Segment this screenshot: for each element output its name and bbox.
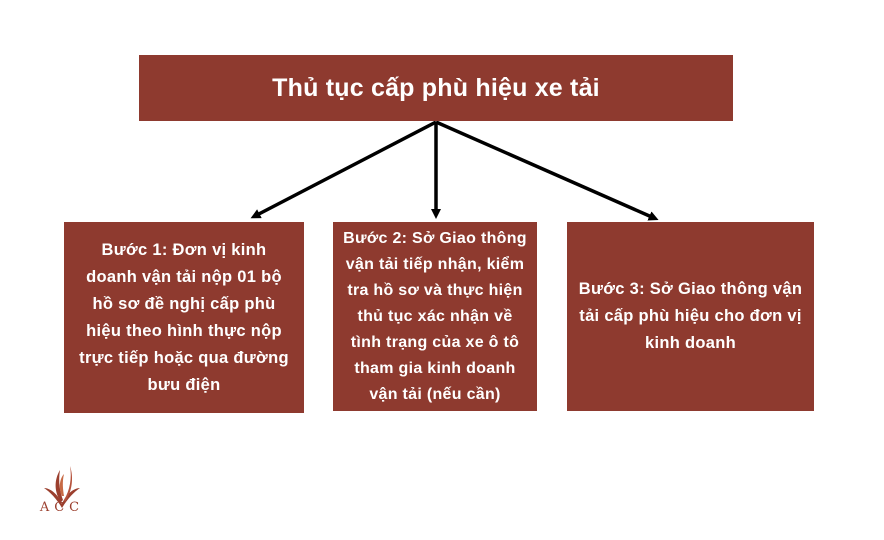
arrow-to-step-3 xyxy=(435,120,659,221)
step-2-box: Bước 2: Sở Giao thông vận tải tiếp nhận,… xyxy=(333,222,537,411)
acc-logo-icon xyxy=(44,466,80,508)
arrow-to-step-1 xyxy=(250,120,437,219)
step-3-text: Bước 3: Sở Giao thông vận tải cấp phù hi… xyxy=(578,280,803,352)
diagram-title: Thủ tục cấp phù hiệu xe tải xyxy=(139,55,733,121)
step-2-text: Bước 2: Sở Giao thông vận tải tiếp nhận,… xyxy=(343,229,527,403)
step-1-box: Bước 1: Đơn vị kinh doanh vận tải nộp 01… xyxy=(64,222,304,413)
logo-text: ACC xyxy=(39,500,85,515)
step-3-box: Bước 3: Sở Giao thông vận tải cấp phù hi… xyxy=(567,222,814,411)
step-1-text: Bước 1: Đơn vị kinh doanh vận tải nộp 01… xyxy=(79,240,289,394)
